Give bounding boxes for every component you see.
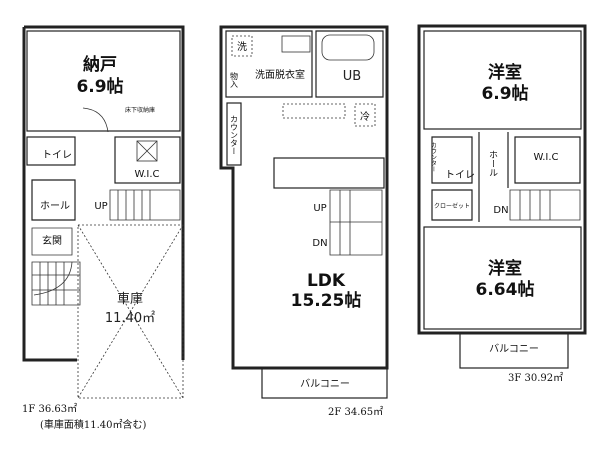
garage-name: 車庫: [117, 292, 143, 307]
fridge-label: 冷: [360, 110, 370, 123]
stairs-down-label-2f: DN: [312, 238, 327, 249]
floor-1-area: 1F 36.63㎡: [22, 403, 77, 415]
floor-3-plan: 洋室 6.9帖 カウンター トイレ ホール W.I.C クローゼット DN 洋室…: [417, 24, 587, 384]
storage-room-size: 6.9帖: [76, 76, 123, 97]
ldk-name: LDK: [307, 271, 346, 291]
stairs-up-label-1f: UP: [94, 201, 107, 212]
washroom-label: 洗面脱衣室: [255, 68, 305, 81]
counter-label-3f: カウンター: [430, 142, 437, 172]
balcony-label-2f: バルコニー: [300, 378, 350, 390]
floor-2-area: 2F 34.65㎡: [328, 406, 383, 418]
toilet-label-3f: トイレ: [445, 170, 475, 181]
hall-label-1f: ホール: [40, 200, 70, 212]
entrance-label: 玄関: [42, 234, 62, 247]
ldk-size: 15.25帖: [291, 290, 362, 311]
wic-label-3f: W.I.C: [533, 152, 558, 163]
closet-label-3f: クローゼット: [434, 202, 470, 210]
washer-label: 洗: [237, 41, 247, 53]
floor-2-plan: 洗 洗面脱衣室 物入 UB カウンター 冷 UP DN LDK 15.25帖 バ…: [219, 25, 389, 418]
underfloor-storage-label: 床下収納庫: [125, 106, 155, 114]
room1-name: 洋室: [488, 62, 522, 83]
closet-label-2f: 物入: [230, 71, 239, 88]
counter-label-2f: カウンター: [230, 115, 239, 155]
storage-room-name: 納戸: [83, 54, 117, 75]
wic-label-1f: W.I.C: [134, 169, 159, 180]
balcony-label-3f: バルコニー: [489, 343, 539, 355]
stairs-up-label-2f: UP: [313, 203, 326, 214]
floor-1-plan: 納戸 6.9帖 床下収納庫 トイレ W.I.C ホール UP 玄関 車庫 11.…: [22, 25, 185, 431]
toilet-label-1f: トイレ: [42, 150, 72, 161]
room2-size: 6.64帖: [476, 279, 535, 300]
floor-3-area: 3F 30.92㎡: [508, 372, 563, 384]
garage-size: 11.40㎡: [105, 311, 155, 326]
room2-name: 洋室: [488, 258, 522, 279]
room1-size: 6.9帖: [481, 83, 528, 104]
stairs-down-label-3f: DN: [493, 205, 508, 216]
bath-label: UB: [343, 69, 361, 84]
floor-1-area-note: (車庫面積11.40㎡含む): [40, 418, 147, 431]
hall-label-3f: ホール: [487, 150, 498, 177]
